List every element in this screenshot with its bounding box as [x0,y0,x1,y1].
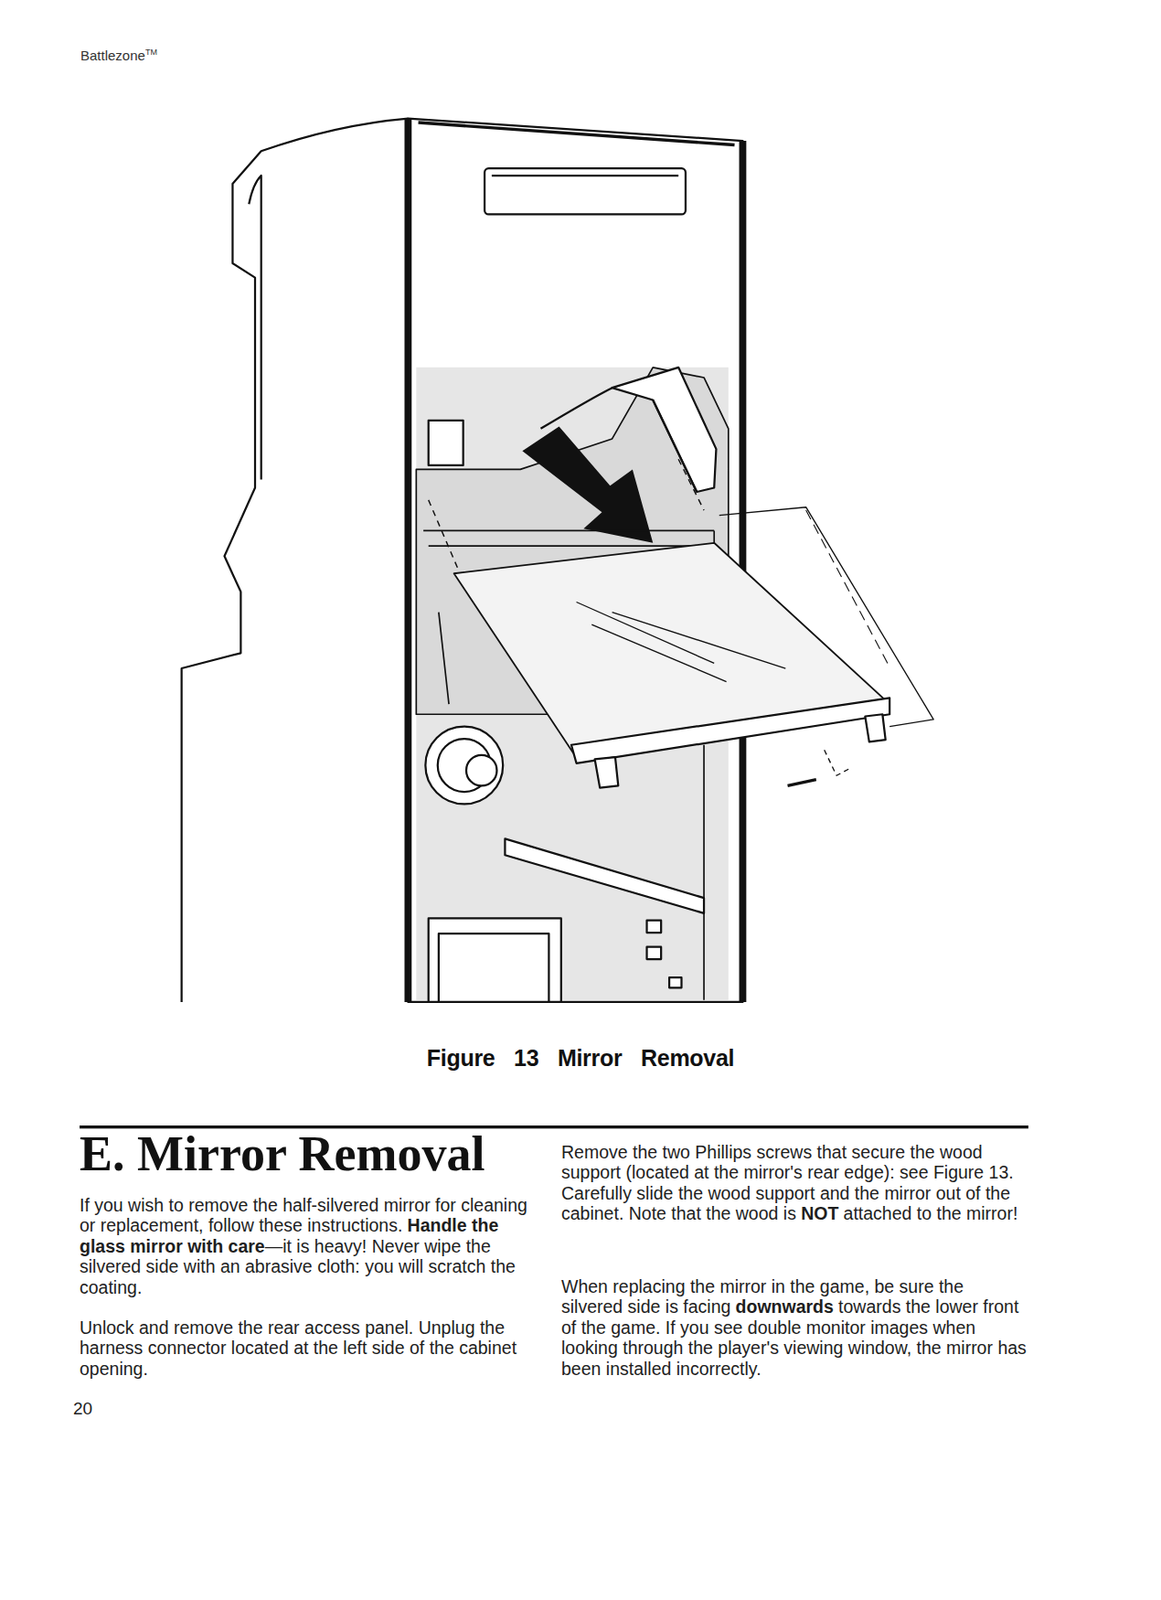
body-paragraph: Unlock and remove the rear access panel.… [79,1317,530,1379]
body-text: Unlock and remove the rear access panel.… [79,1317,517,1379]
bold-text: NOT [800,1203,839,1224]
body-paragraph: Remove the two Phillips screws that secu… [561,1141,1030,1225]
body-text: attached to the mirror! [843,1203,1019,1224]
running-header: BattlezoneTM [80,47,158,64]
header-text: Battlezone [80,47,146,64]
section-heading: E. Mirror Removal [79,1126,485,1182]
page-number: 20 [73,1398,93,1419]
trademark: TM [145,47,158,57]
body-paragraph: If you wish to remove the half-silvered … [79,1194,530,1298]
body-paragraph: When replacing the mirror in the game, b… [561,1276,1030,1379]
bold-text: downwards [735,1296,834,1317]
figure-caption: Figure 13 Mirror Removal [0,1044,1161,1072]
